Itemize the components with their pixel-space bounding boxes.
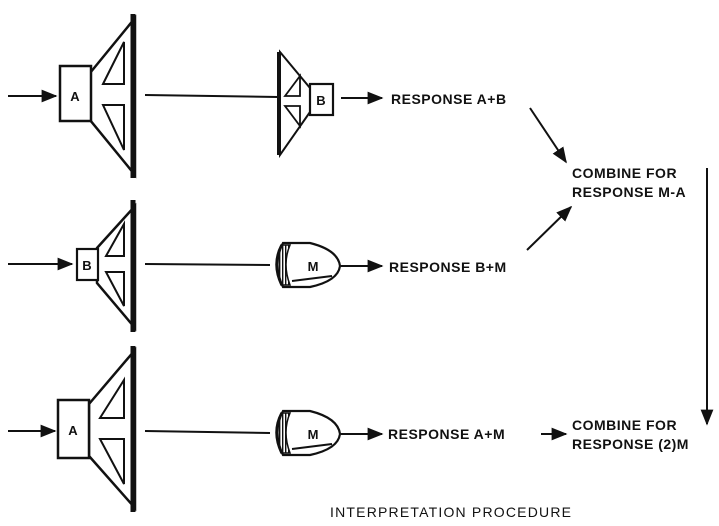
response-label: RESPONSE A+B [391, 91, 507, 107]
arrow-a-plus-b-to-combine [529, 107, 567, 164]
arrow-b-plus-m-to-combine [526, 205, 573, 251]
combine-2-line-2: RESPONSE (2)M [572, 436, 689, 452]
speaker-b-box [308, 82, 335, 117]
combine-1-line-2: RESPONSE M-A [572, 184, 686, 200]
speaker-a-box [58, 64, 93, 123]
speaker-a-box [56, 398, 91, 460]
measurement-path [144, 263, 271, 266]
loudspeaker-b: B [75, 200, 137, 332]
combine-2-line-1: COMBINE FOR [572, 417, 677, 433]
loudspeaker-b: B [277, 49, 335, 159]
microphone-label: M [308, 427, 319, 442]
speaker-label: B [82, 258, 91, 273]
row-2: B M RESPONSE B+M [8, 200, 507, 332]
microphone-m: M [275, 241, 342, 289]
figure-caption: INTERPRETATION PROCEDURE [330, 504, 572, 520]
measurement-path [144, 94, 279, 98]
microphone-label: M [308, 259, 319, 274]
loudspeaker-a: A [58, 14, 137, 179]
measurement-path [144, 430, 271, 434]
row-3: A M RESPONSE A+M [8, 346, 568, 512]
speaker-b-box [75, 247, 100, 282]
microphone-m: M [275, 409, 342, 457]
speaker-label: B [316, 93, 325, 108]
combine-1-line-1: COMBINE FOR [572, 165, 677, 181]
response-label: RESPONSE A+M [388, 426, 505, 442]
row-1: A B RESPONSE A+B [8, 14, 507, 179]
speaker-label: A [68, 423, 78, 438]
response-label: RESPONSE B+M [389, 259, 507, 275]
loudspeaker-a: A [56, 346, 137, 512]
speaker-label: A [70, 89, 80, 104]
